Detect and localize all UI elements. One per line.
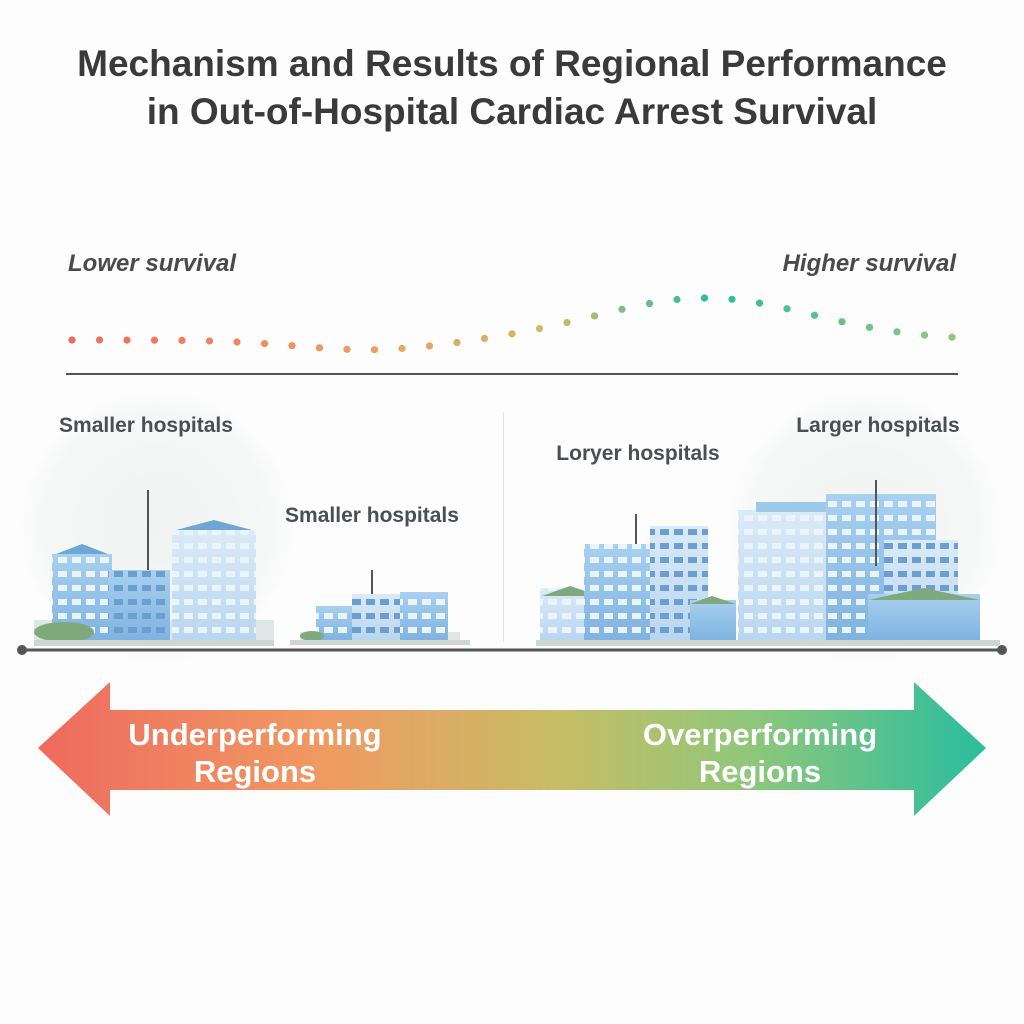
survival-dot bbox=[618, 305, 626, 313]
hospital-cluster-2 bbox=[290, 570, 470, 645]
group-label-smaller-1: Smaller hospitals bbox=[59, 414, 233, 437]
higher-survival-label: Higher survival bbox=[782, 250, 956, 277]
survival-dot bbox=[865, 323, 874, 331]
survival-dot bbox=[150, 336, 159, 344]
survival-dot bbox=[398, 344, 406, 353]
survival-dot bbox=[755, 299, 764, 307]
survival-dot bbox=[343, 345, 351, 353]
overperforming-regions-label: Overperforming Regions bbox=[642, 717, 878, 789]
ground-left-cap bbox=[17, 645, 27, 655]
survival-dot bbox=[810, 311, 819, 319]
survival-dot bbox=[563, 318, 571, 327]
survival-dot bbox=[425, 342, 434, 350]
scale-rule bbox=[66, 373, 958, 375]
survival-dot bbox=[508, 330, 516, 338]
survival-dot bbox=[370, 346, 379, 354]
survival-dot bbox=[68, 336, 76, 344]
underperforming-regions-label: Underperforming Regions bbox=[128, 717, 382, 789]
survival-dot bbox=[535, 324, 544, 333]
lower-survival-label: Lower survival bbox=[68, 250, 237, 277]
group-label-loryer: Loryer hospitals bbox=[556, 442, 720, 465]
survival-dot bbox=[453, 338, 461, 347]
survival-dot bbox=[728, 295, 736, 303]
group-label-smaller-2: Smaller hospitals bbox=[285, 504, 459, 527]
survival-dot bbox=[700, 294, 709, 302]
center-divider bbox=[503, 412, 504, 642]
survival-dot-curve bbox=[68, 294, 956, 354]
survival-dot bbox=[123, 336, 131, 344]
hospital-cluster-3 bbox=[536, 514, 736, 646]
survival-dot bbox=[920, 331, 929, 339]
ground-right-cap bbox=[997, 645, 1007, 655]
survival-dot bbox=[783, 305, 791, 313]
survival-dot bbox=[260, 339, 269, 348]
hospital-cluster-1 bbox=[34, 490, 274, 646]
survival-dot bbox=[948, 333, 956, 341]
group-label-larger: Larger hospitals bbox=[796, 414, 960, 437]
survival-dot bbox=[288, 342, 296, 350]
diagram-title: Mechanism and Results of Regional Perfor… bbox=[77, 43, 947, 132]
survival-dot bbox=[205, 337, 214, 345]
survival-dot bbox=[838, 318, 846, 326]
hospital-buildings-scene bbox=[17, 480, 1007, 655]
survival-dot bbox=[893, 328, 901, 336]
survival-dot bbox=[95, 336, 104, 344]
survival-dot bbox=[673, 295, 681, 304]
survival-dot bbox=[645, 299, 654, 308]
survival-dot bbox=[590, 312, 599, 320]
survival-dot bbox=[315, 344, 324, 352]
hospital-cluster-4 bbox=[730, 480, 1000, 646]
survival-dot bbox=[178, 336, 186, 345]
survival-dot bbox=[233, 338, 241, 346]
survival-dot bbox=[480, 334, 489, 343]
performance-arrow bbox=[38, 682, 986, 816]
